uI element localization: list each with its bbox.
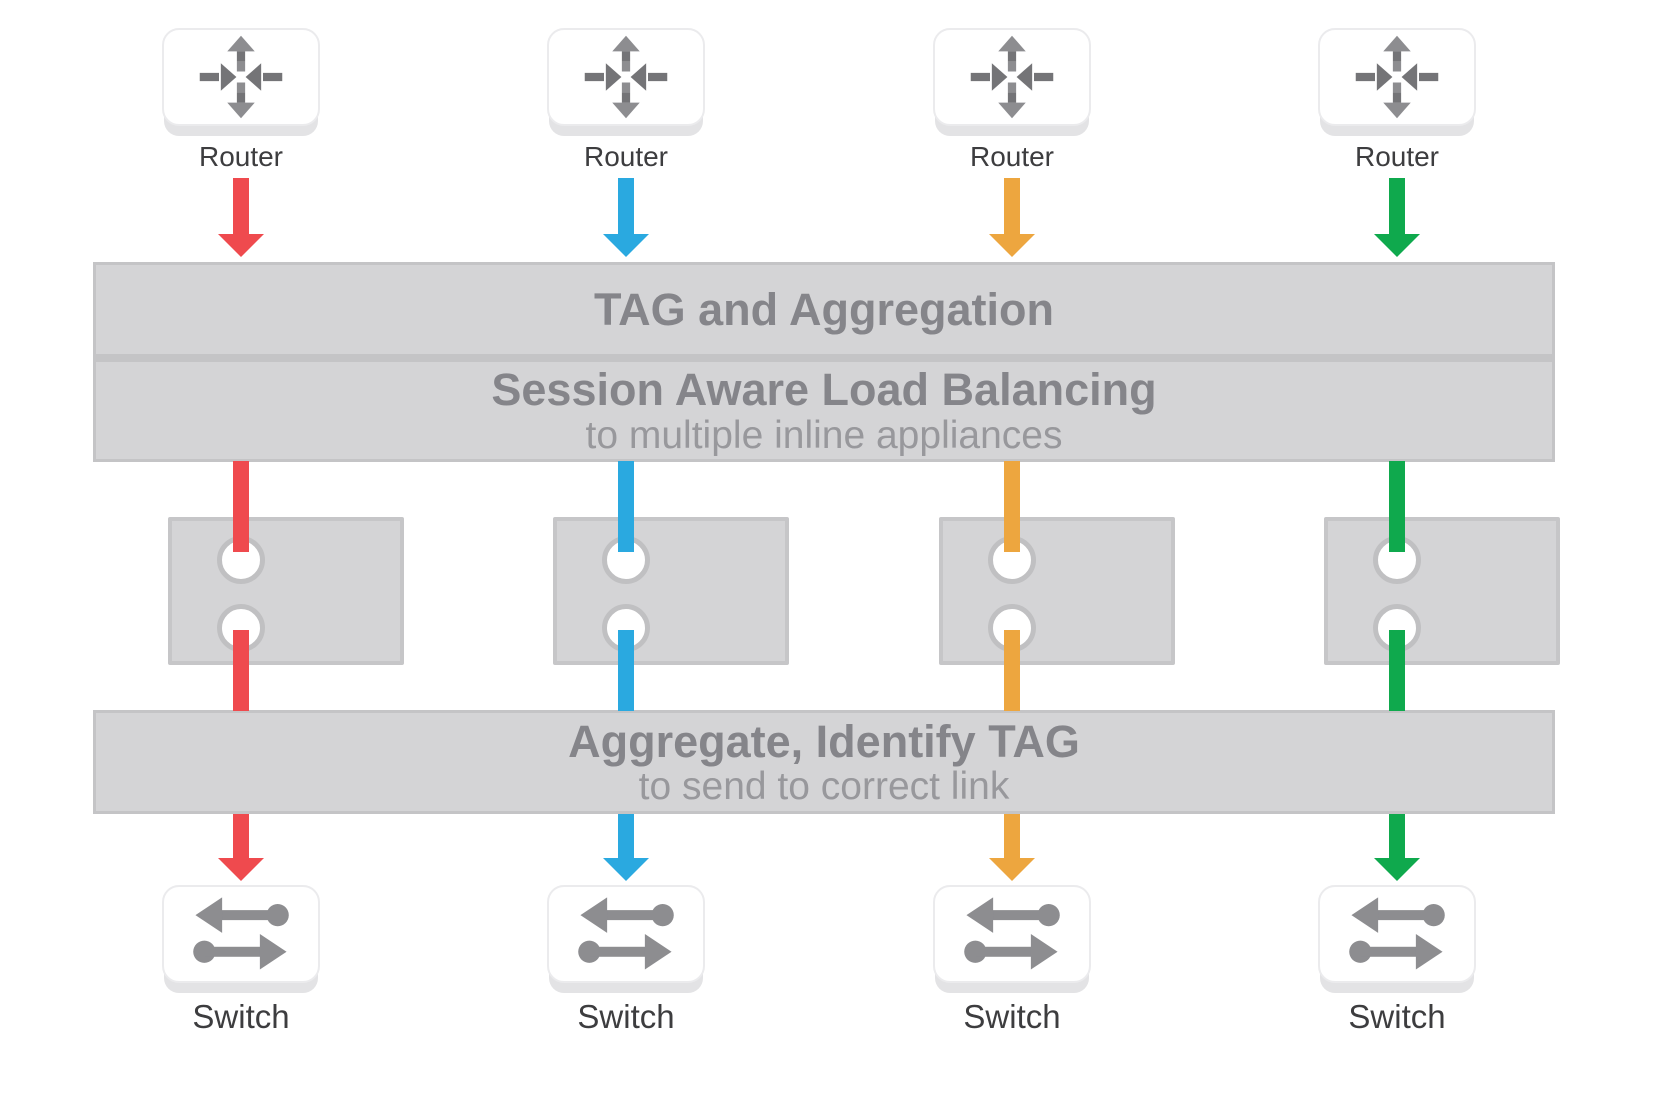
flow-line-lower bbox=[618, 630, 634, 711]
switch-label: Switch bbox=[963, 998, 1061, 1035]
router-icon bbox=[1355, 35, 1439, 119]
flow-line-lower bbox=[233, 630, 249, 711]
flow-line-lower bbox=[1004, 630, 1020, 711]
switch-label: Switch bbox=[577, 998, 675, 1035]
router-label: Router bbox=[1354, 141, 1440, 172]
flow-line-upper bbox=[1004, 461, 1020, 552]
switch-icon bbox=[1349, 897, 1445, 970]
down-arrow-icon bbox=[1004, 178, 1020, 234]
router-node bbox=[162, 28, 320, 126]
down-arrowhead-icon bbox=[989, 234, 1035, 257]
aggregate-identify-subtitle: to send to correct link bbox=[638, 765, 1010, 809]
router-icon bbox=[970, 35, 1054, 119]
switch-label: Switch bbox=[192, 998, 290, 1035]
down-arrowhead-icon bbox=[218, 234, 264, 257]
inline-appliance-box bbox=[553, 517, 789, 665]
down-arrow-icon bbox=[1004, 814, 1020, 858]
switch-label: Switch bbox=[1348, 998, 1446, 1035]
flow-line-upper bbox=[618, 461, 634, 552]
down-arrow-icon bbox=[618, 814, 634, 858]
tag-aggregation-title: TAG and Aggregation bbox=[594, 283, 1054, 335]
down-arrow-icon bbox=[618, 178, 634, 234]
load-balancing-band: Session Aware Load Balancing to multiple… bbox=[96, 362, 1552, 459]
down-arrowhead-icon bbox=[989, 858, 1035, 881]
router-node bbox=[933, 28, 1091, 126]
switch-node bbox=[1318, 885, 1476, 983]
down-arrowhead-icon bbox=[1374, 858, 1420, 881]
down-arrow-icon bbox=[233, 178, 249, 234]
inline-appliance-box bbox=[1324, 517, 1560, 665]
tag-aggregation-panel: TAG and Aggregation Session Aware Load B… bbox=[93, 262, 1555, 462]
switch-icon bbox=[578, 897, 674, 970]
router-node bbox=[1318, 28, 1476, 126]
switch-icon bbox=[964, 897, 1060, 970]
inline-appliance-box bbox=[939, 517, 1175, 665]
down-arrowhead-icon bbox=[603, 234, 649, 257]
router-icon bbox=[584, 35, 668, 119]
switch-node bbox=[162, 885, 320, 983]
aggregate-identify-panel: Aggregate, Identify TAG to send to corre… bbox=[93, 710, 1555, 814]
tag-aggregation-band: TAG and Aggregation bbox=[96, 265, 1552, 354]
aggregate-identify-title: Aggregate, Identify TAG bbox=[568, 715, 1080, 767]
flow-line-lower bbox=[1389, 630, 1405, 711]
down-arrowhead-icon bbox=[218, 858, 264, 881]
flow-line-upper bbox=[233, 461, 249, 552]
down-arrow-icon bbox=[1389, 814, 1405, 858]
router-label: Router bbox=[583, 141, 669, 172]
switch-icon bbox=[193, 897, 289, 970]
down-arrowhead-icon bbox=[603, 858, 649, 881]
router-node bbox=[547, 28, 705, 126]
router-label: Router bbox=[198, 141, 284, 172]
switch-node bbox=[547, 885, 705, 983]
load-balancing-title: Session Aware Load Balancing bbox=[491, 364, 1157, 416]
down-arrow-icon bbox=[1389, 178, 1405, 234]
band-divider bbox=[96, 354, 1552, 362]
down-arrow-icon bbox=[233, 814, 249, 858]
aggregate-identify-band: Aggregate, Identify TAG to send to corre… bbox=[96, 713, 1552, 811]
router-icon bbox=[199, 35, 283, 119]
switch-node bbox=[933, 885, 1091, 983]
down-arrowhead-icon bbox=[1374, 234, 1420, 257]
flow-line-upper bbox=[1389, 461, 1405, 552]
load-balancing-subtitle: to multiple inline appliances bbox=[585, 413, 1063, 457]
router-label: Router bbox=[969, 141, 1055, 172]
inline-appliance-box bbox=[168, 517, 404, 665]
